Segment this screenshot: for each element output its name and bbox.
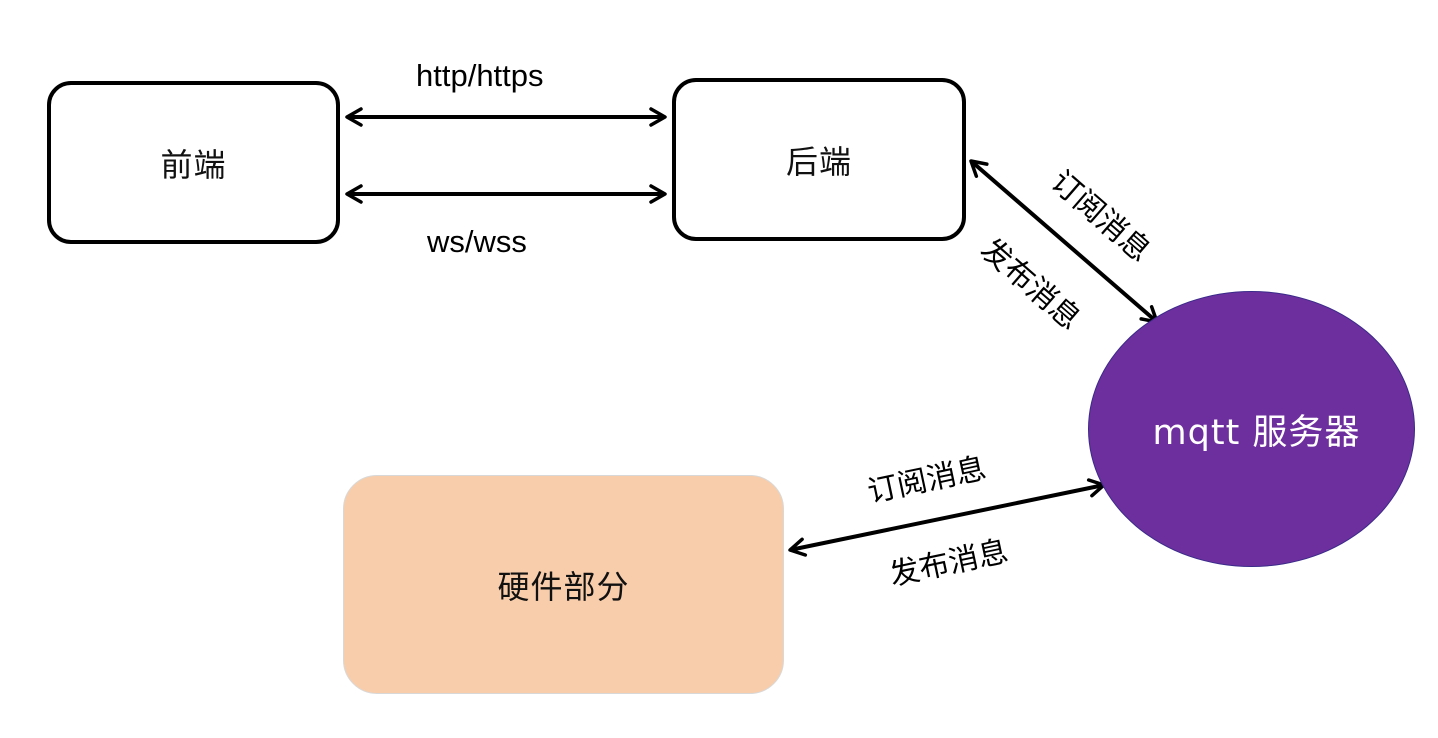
hardware-node: 硬件部分 [343, 475, 784, 694]
frontend-label: 前端 [160, 145, 227, 184]
mqtt-server-node: mqtt 服务器 [1088, 291, 1415, 567]
mqtt-server-label: mqtt 服务器 [1152, 412, 1361, 453]
backend-node: 后端 [672, 78, 966, 241]
ws-edge-label: ws/wss [427, 224, 527, 259]
backend-mqtt-arrow [969, 159, 1159, 324]
frontend-node: 前端 [47, 81, 340, 244]
backend-label: 后端 [785, 142, 852, 181]
http-edge-label: http/https [416, 58, 544, 93]
hardware-label: 硬件部分 [497, 567, 630, 606]
hardware-mqtt-arrow [788, 478, 1106, 557]
